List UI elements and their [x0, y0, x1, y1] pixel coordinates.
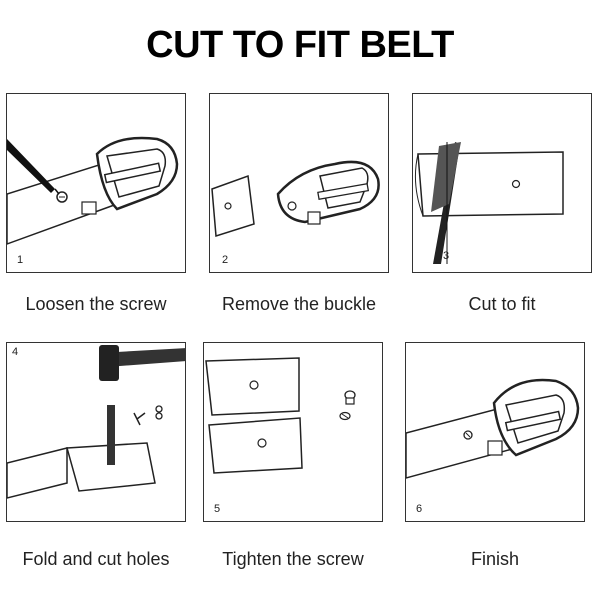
step-number: 1 [17, 254, 23, 266]
step-4-caption: Fold and cut holes [0, 549, 196, 570]
cut-to-fit-illustration [413, 94, 592, 273]
step-2-caption: Remove the buckle [199, 294, 399, 315]
step-4-panel: 4 [6, 342, 186, 522]
step-1-caption: Loosen the screw [0, 294, 196, 315]
step-5-panel: 5 [203, 342, 383, 522]
tighten-screw-illustration [204, 343, 383, 522]
step-number: 3 [443, 250, 449, 262]
step-number: 6 [416, 503, 422, 515]
step-3-panel: 3 [412, 93, 592, 273]
step-2-panel: 2 [209, 93, 389, 273]
step-3-caption: Cut to fit [402, 294, 600, 315]
step-number: 4 [12, 346, 18, 358]
step-number: 2 [222, 254, 228, 266]
fold-cut-holes-illustration [7, 343, 186, 522]
finished-belt-illustration [406, 343, 585, 522]
step-number: 5 [214, 503, 220, 515]
step-6-caption: Finish [395, 549, 595, 570]
step-6-panel: 6 [405, 342, 585, 522]
page-title: CUT TO FIT BELT [0, 24, 600, 67]
step-1-panel: 1 [6, 93, 186, 273]
loosen-screw-illustration [7, 94, 186, 273]
step-5-caption: Tighten the screw [193, 549, 393, 570]
remove-buckle-illustration [210, 94, 389, 273]
